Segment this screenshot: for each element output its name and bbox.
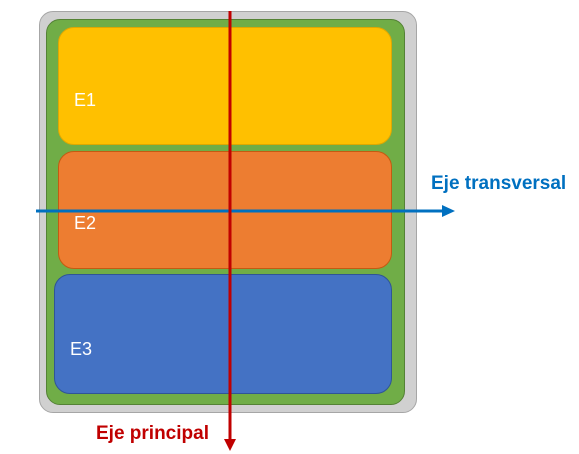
transversal-axis-label: Eje transversal: [431, 173, 567, 194]
principal-axis-label: Eje principal: [96, 423, 209, 444]
principal-arrow-head: [224, 439, 236, 451]
stage-e1-label: E1: [74, 90, 97, 110]
transversal-arrow-head: [442, 205, 455, 217]
stage-e3-block: [54, 274, 392, 394]
stage-e3-label: E3: [70, 339, 93, 359]
stage-e2-label: E2: [74, 213, 97, 233]
stage-e1-block: [58, 27, 392, 145]
